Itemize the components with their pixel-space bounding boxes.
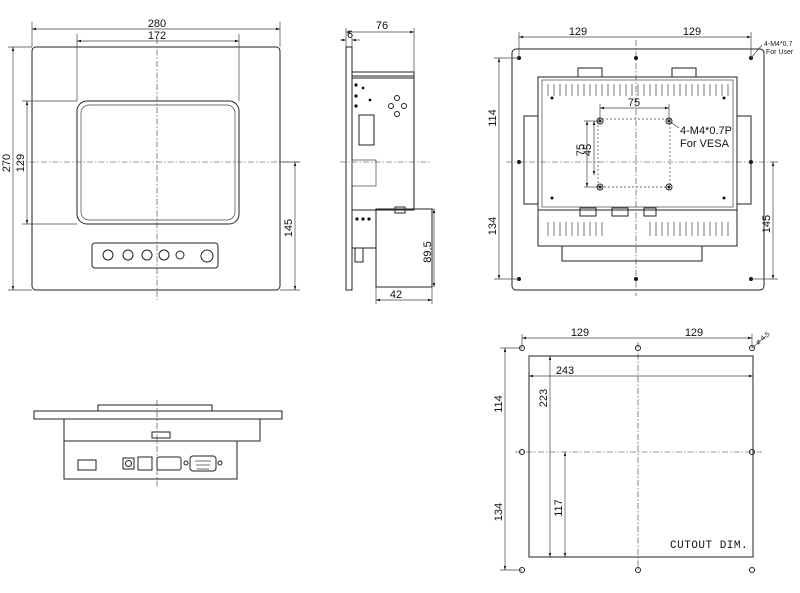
dim-side-box-depth: 42	[390, 289, 402, 301]
bottom-control-ridge	[97, 404, 213, 412]
dim-cutout-right-span: 129	[685, 327, 703, 339]
dim-front-lower-height: 145	[283, 219, 295, 237]
dim-cutout-lower: 117	[553, 499, 565, 517]
osd-button-icon	[102, 249, 114, 261]
rear-connector	[643, 207, 657, 217]
side-view: 76 6 89.5 42	[340, 20, 436, 304]
dim-cutout-top-span: 114	[493, 395, 505, 413]
vesa-pattern	[597, 118, 671, 188]
cutout-title: CUTOUT DIM.	[670, 540, 748, 552]
rear-right-rail	[736, 115, 752, 205]
osd-panel-outline	[91, 242, 219, 269]
power-button-icon	[200, 249, 214, 263]
rear-lower-box	[537, 209, 738, 247]
side-top-bracket	[351, 71, 415, 79]
rear-chassis-inner	[541, 79, 734, 208]
rear-top-bracket	[577, 67, 603, 78]
bottom-small-tab	[151, 431, 171, 439]
dim-rear-top-span: 114	[487, 109, 499, 127]
dim-front-height: 270	[1, 154, 13, 172]
dim-vesa-height-a: 75	[575, 144, 587, 156]
dim-rear-right-bottom: 145	[761, 215, 773, 233]
front-display	[76, 100, 240, 225]
side-chassis-upper	[351, 75, 415, 211]
rear-bottom-bracket	[561, 245, 703, 262]
dim-side-box-height: 89.5	[422, 241, 434, 262]
side-plate	[351, 159, 377, 187]
side-vent	[358, 114, 375, 146]
dim-vesa-width: 75	[628, 97, 640, 109]
rear-vents	[547, 84, 729, 236]
rear-connector	[611, 207, 629, 217]
dc-power-jack-icon	[122, 457, 135, 470]
osd-button-icon	[122, 249, 134, 261]
dim-side-depth: 76	[376, 20, 388, 32]
usb-port-icon	[77, 459, 97, 471]
front-view: 280 172 270 129 145	[1, 18, 300, 300]
side-bracket	[394, 206, 406, 214]
dim-vesa-height-b: 45	[582, 144, 594, 156]
dim-rear-bottom-span: 134	[487, 217, 499, 235]
bottom-bezel	[33, 410, 283, 420]
dim-rear-left-span: 129	[569, 26, 587, 38]
bottom-view	[33, 400, 283, 488]
dim-front-width: 280	[148, 18, 166, 30]
vesa-label-line2: For VESA	[680, 138, 730, 150]
cutout-outline	[528, 355, 754, 558]
audio-jack-icon	[137, 456, 153, 471]
dim-front-display-height: 129	[15, 154, 27, 172]
user-screw-label-line1: 4-M4*0.7	[764, 41, 793, 48]
side-bezel	[345, 46, 353, 291]
rear-mount-holes	[517, 56, 753, 281]
cutout-mount-holes	[519, 345, 755, 573]
front-display-inner	[80, 104, 236, 221]
rear-top-bracket	[671, 67, 697, 78]
dim-cutout-bottom-span: 134	[493, 503, 505, 521]
dim-front-display-width: 172	[148, 30, 166, 42]
vga-port-icon	[189, 455, 217, 472]
osd-button-icon	[158, 249, 170, 261]
dim-cutout-height: 223	[538, 389, 550, 407]
rear-connector	[579, 207, 597, 217]
dvi-port-icon	[156, 456, 182, 471]
led-indicator-icon	[175, 250, 185, 260]
rear-plate	[511, 48, 765, 291]
rear-left-rail	[523, 115, 539, 205]
dim-cutout-hole: ø 4.5	[755, 331, 772, 347]
user-screw-label-line2: For User	[766, 49, 794, 56]
dim-cutout-left-span: 129	[571, 327, 589, 339]
front-bezel	[31, 46, 281, 291]
rear-view: 129 129 114 134 145 75 75 45 4-M4*0.7P F…	[487, 26, 794, 296]
dim-rear-right-span: 129	[683, 26, 701, 38]
dim-cutout-width: 243	[556, 365, 574, 377]
cutout-view: 129 129 114 134 243 223 117 ø 4.5 CUTOUT…	[493, 327, 772, 573]
side-connector-stub	[354, 247, 364, 263]
vesa-label-line1: 4-M4*0.7P	[680, 125, 732, 137]
side-lower-block	[351, 209, 377, 249]
osd-button-icon	[141, 249, 153, 261]
bottom-connector-box	[63, 440, 238, 480]
dim-side-bezel: 6	[347, 29, 353, 41]
osd-control-panel	[91, 242, 219, 269]
